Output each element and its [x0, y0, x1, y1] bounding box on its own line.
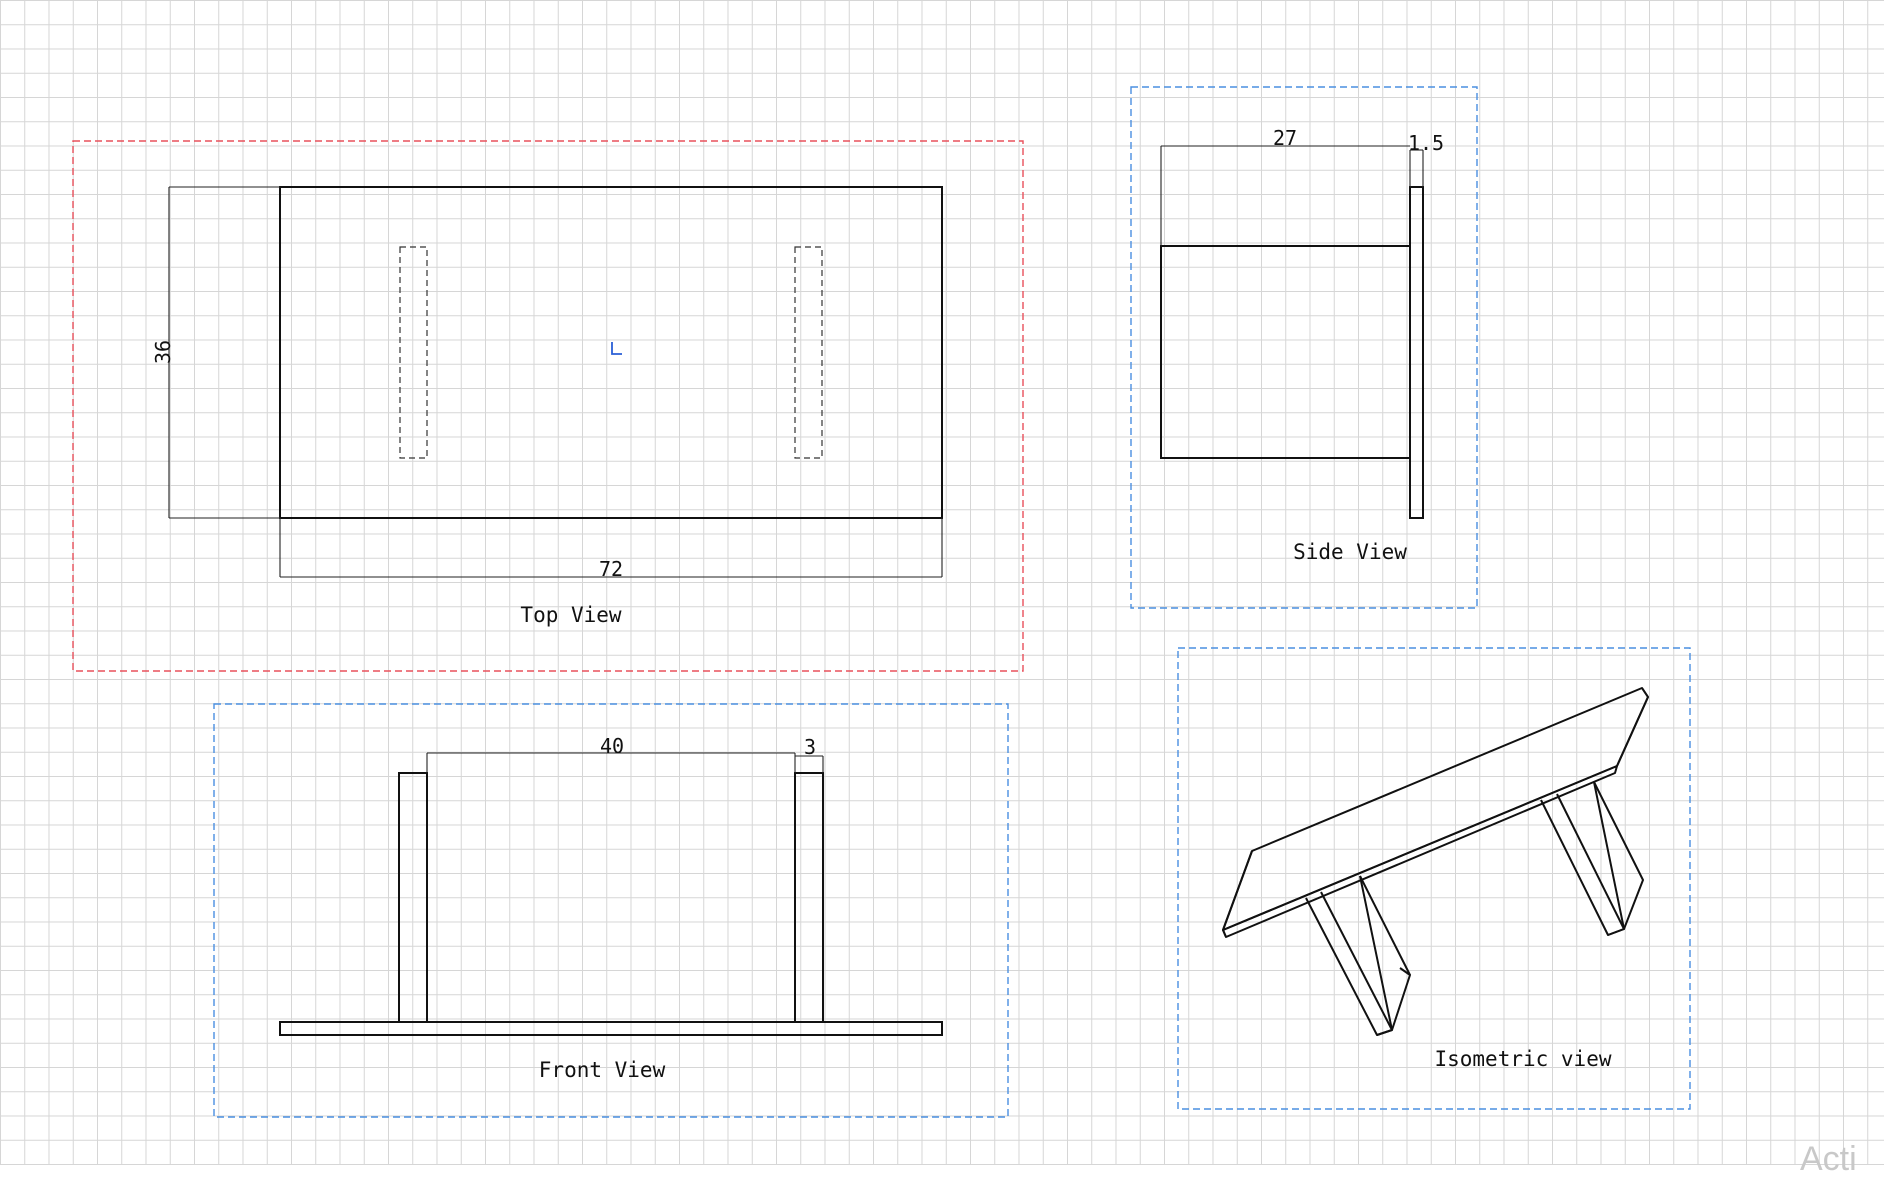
- side-view-tabletop[interactable]: [1409, 186, 1424, 519]
- isometric-view-title: Isometric view: [1434, 1047, 1611, 1071]
- top-view-tabletop[interactable]: [279, 186, 943, 519]
- top-view[interactable]: 36 72 Top View: [72, 140, 1024, 672]
- iso-leg-back-right: [1540, 781, 1625, 936]
- origin-marker-icon: [611, 342, 622, 355]
- top-view-left-leg-hidden: [399, 246, 428, 459]
- dim-27-label: 27: [1273, 126, 1297, 150]
- iso-tabletop-face: [1222, 687, 1649, 931]
- activation-watermark: Acti: [1800, 1140, 1857, 1178]
- iso-leg-back-right-foot: [1593, 781, 1644, 936]
- top-view-frame[interactable]: [72, 140, 1024, 672]
- dim-1.5-label: 1.5: [1408, 131, 1444, 155]
- isometric-view-frame[interactable]: [1177, 647, 1691, 1110]
- front-view-title: Front View: [539, 1058, 666, 1082]
- dim-3-label: 3: [804, 735, 816, 759]
- front-view[interactable]: 40 3 Front View: [213, 703, 1009, 1118]
- iso-leg-front-left: [1305, 875, 1393, 1036]
- isometric-table: [1222, 687, 1649, 1036]
- dim-40-label: 40: [600, 734, 624, 758]
- isometric-view[interactable]: Isometric view: [1177, 647, 1691, 1110]
- front-view-frame[interactable]: [213, 703, 1009, 1118]
- side-view-title: Side View: [1293, 540, 1407, 564]
- top-view-title: Top View: [520, 603, 622, 627]
- iso-tabletop-edge: [1222, 765, 1618, 938]
- front-view-right-leg[interactable]: [794, 772, 824, 1023]
- iso-tabletop-left-edge: [1222, 850, 1253, 938]
- dim-72-label: 72: [599, 557, 623, 581]
- iso-leg-front-left-inner: [1320, 891, 1393, 1031]
- top-view-right-leg-hidden: [794, 246, 823, 459]
- iso-leg-front-left-back: [1359, 875, 1411, 976]
- front-view-tabletop[interactable]: [279, 1021, 943, 1036]
- iso-tabletop-back-edge: [1616, 687, 1649, 767]
- side-view-leg[interactable]: [1160, 245, 1411, 459]
- side-view-frame[interactable]: [1130, 86, 1478, 609]
- side-view[interactable]: 27 1.5 Side View: [1130, 86, 1478, 609]
- front-view-left-leg[interactable]: [398, 772, 428, 1023]
- dim-36-label: 36: [151, 340, 175, 364]
- iso-leg-back-right-inner: [1556, 793, 1625, 930]
- iso-leg-front-left-foot: [1376, 967, 1411, 1036]
